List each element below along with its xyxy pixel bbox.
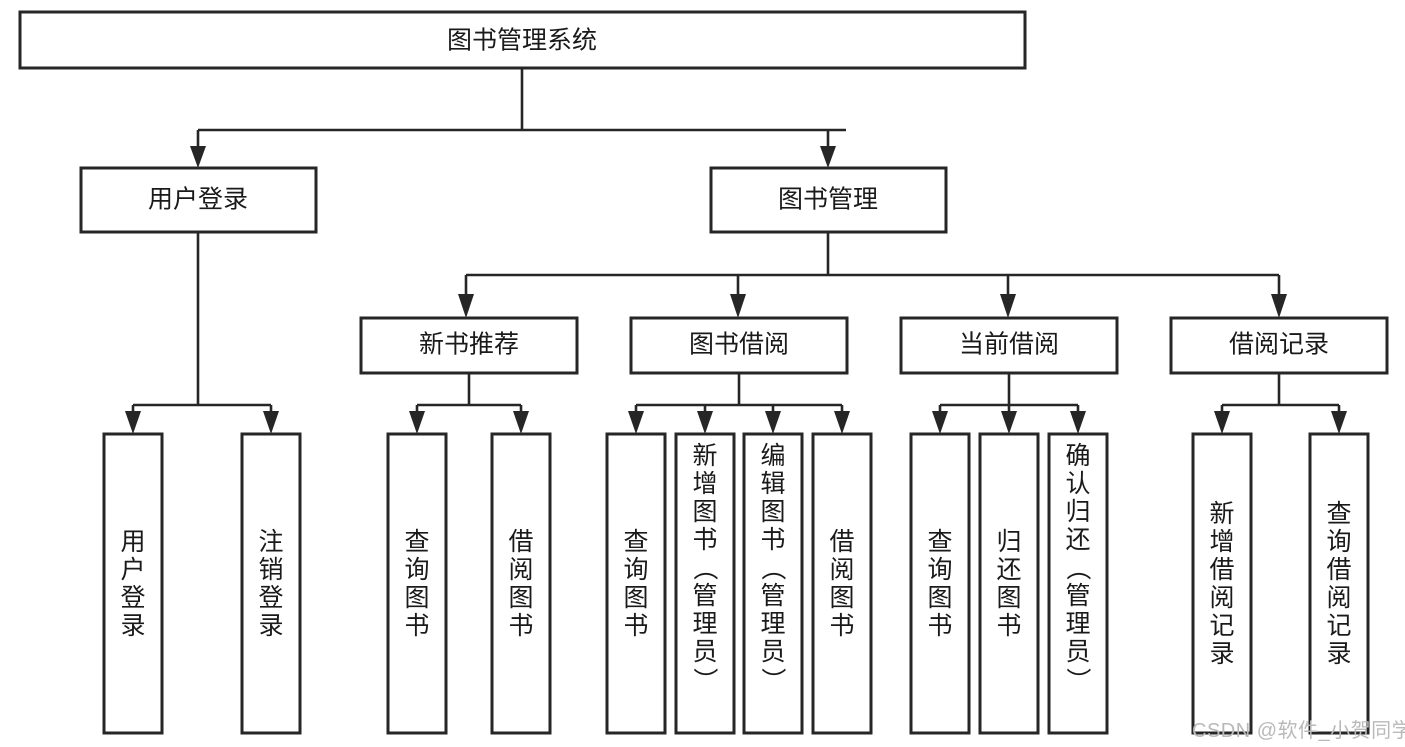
node-leaf-edit-book-admin[interactable] <box>742 432 804 735</box>
node-leaf-query-book-3[interactable] <box>909 432 971 735</box>
node-new-book-recommend[interactable]: 新书推荐 <box>359 316 579 375</box>
node-root-label: 图书管理系统 <box>447 27 597 55</box>
node-borrow-record-label: 借阅记录 <box>1229 331 1329 359</box>
node-current-borrow[interactable]: 当前借阅 <box>899 316 1119 375</box>
node-user-login[interactable]: 用户登录 <box>79 166 318 234</box>
node-leaf-query-borrow-record[interactable] <box>1308 432 1370 735</box>
node-leaf-query-book-2[interactable] <box>605 432 667 735</box>
connector-book-borrow-to-leaves <box>628 373 850 434</box>
node-book-borrow[interactable]: 图书借阅 <box>629 316 849 375</box>
node-book-borrow-label: 图书借阅 <box>689 331 789 359</box>
csdn-watermark: CSDN @软件_小贺同学 <box>1192 720 1405 742</box>
node-book-management-label: 图书管理 <box>778 186 878 214</box>
node-leaf-logout-login[interactable] <box>240 432 302 735</box>
node-borrow-record[interactable]: 借阅记录 <box>1169 316 1389 375</box>
node-leaf-confirm-return-admin[interactable] <box>1047 432 1109 735</box>
connector-current-borrow-to-leaves <box>932 373 1086 434</box>
connector-borrow-record-to-leaves <box>1214 373 1347 434</box>
node-book-management[interactable]: 图书管理 <box>709 166 948 234</box>
connector-root-to-level2 <box>190 68 846 168</box>
node-leaf-borrow-book-2[interactable] <box>811 432 873 735</box>
connector-book-management-to-level3 <box>458 232 1287 318</box>
node-user-login-label: 用户登录 <box>148 186 248 214</box>
node-root[interactable]: 图书管理系统 <box>18 10 1027 70</box>
node-leaf-user-login[interactable] <box>102 432 164 735</box>
node-leaf-add-book-admin[interactable] <box>674 432 736 735</box>
node-new-book-recommend-label: 新书推荐 <box>419 331 519 359</box>
node-leaf-query-book-1[interactable] <box>386 432 448 735</box>
node-leaf-return-book[interactable] <box>978 432 1040 735</box>
node-leaf-add-borrow-record[interactable] <box>1191 432 1253 735</box>
connector-user-login-to-leaves <box>125 232 279 434</box>
node-current-borrow-label: 当前借阅 <box>959 331 1059 359</box>
connector-new-book-recommend-to-leaves <box>409 373 529 434</box>
node-leaf-borrow-book-1[interactable] <box>490 432 552 735</box>
